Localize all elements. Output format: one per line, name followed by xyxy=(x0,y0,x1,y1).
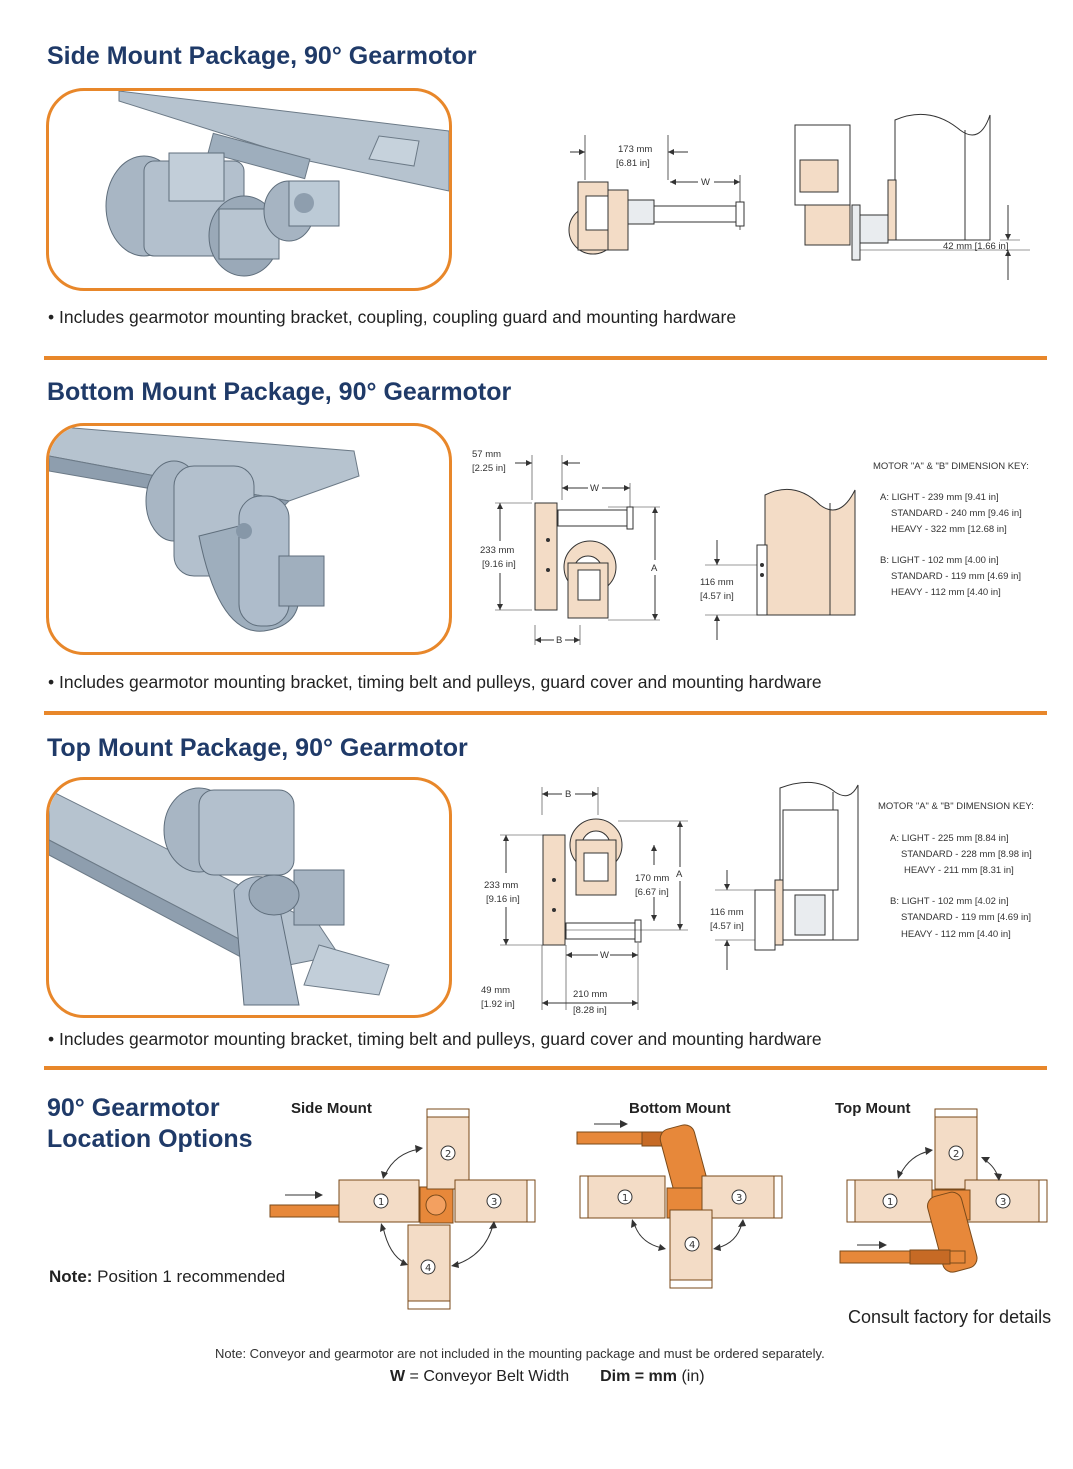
bottom-key-a2: STANDARD - 240 mm [9.46 in] xyxy=(891,508,1022,519)
bottom-dim-116-in: [4.57 in] xyxy=(700,591,734,602)
side-mount-heading: Side Mount Package, 90° Gearmotor xyxy=(47,42,477,70)
side-dim-173-in: [6.81 in] xyxy=(616,158,650,169)
top-key-b1: B: LIGHT - 102 mm [4.02 in] xyxy=(890,896,1009,907)
side-dim-w: W xyxy=(701,177,710,188)
bottom-dim-b: B xyxy=(556,635,562,646)
bottom-pos1: 1 xyxy=(622,1193,628,1204)
top-dim-170: 170 mm xyxy=(635,873,669,884)
top-pos2: 2 xyxy=(953,1149,959,1160)
top-key-a2: STANDARD - 228 mm [8.98 in] xyxy=(901,849,1032,860)
top-dim-116: 116 mm xyxy=(710,907,744,918)
top-mount-bullet: • Includes gearmotor mounting bracket, t… xyxy=(48,1029,822,1049)
bottom-mount-heading: Bottom Mount Package, 90° Gearmotor xyxy=(47,378,512,406)
footer-dim-label: Dim = mm xyxy=(600,1368,678,1385)
footer-legend: W = Conveyor Belt Width Dim = mm (in) xyxy=(390,1368,705,1386)
side-dim-173: 173 mm xyxy=(618,144,652,155)
bottom-dim-233-in: [9.16 in] xyxy=(482,559,516,570)
side-dim-42: 42 mm [1.66 in] xyxy=(943,241,1008,252)
footer-dim-text: (in) xyxy=(677,1368,705,1385)
side-pos4: 4 xyxy=(425,1263,431,1274)
top-key-a3: HEAVY - 211 mm [8.31 in] xyxy=(904,865,1014,876)
footer-w-label: W xyxy=(390,1368,406,1385)
side-pos3: 3 xyxy=(491,1197,497,1208)
top-dim-116-in: [4.57 in] xyxy=(710,921,744,932)
top-pos1: 1 xyxy=(887,1197,893,1208)
divider-3 xyxy=(44,1066,1047,1070)
note-label: Note: xyxy=(49,1267,93,1286)
footer-w-text: = Conveyor Belt Width xyxy=(405,1368,570,1385)
divider-2 xyxy=(44,711,1047,715)
bottom-dim-57: 57 mm xyxy=(472,449,501,460)
consult-factory-text: Consult factory for details xyxy=(848,1307,1052,1327)
top-mount-side-drawing: 116 mm [4.57 in] xyxy=(705,780,865,975)
top-dim-210-in: [8.28 in] xyxy=(573,1005,607,1015)
bottom-dim-w: W xyxy=(590,483,599,494)
bottom-pos4: 4 xyxy=(689,1240,695,1251)
top-mount-heading: Top Mount Package, 90° Gearmotor xyxy=(47,734,468,762)
side-pos1: 1 xyxy=(378,1197,384,1208)
top-dim-49: 49 mm xyxy=(481,985,510,996)
side-mount-front-drawing: 173 mm [6.81 in] W xyxy=(548,130,758,270)
side-mount-side-drawing: 42 mm [1.66 in] xyxy=(790,110,1030,285)
location-heading-line2: Location Options xyxy=(47,1125,253,1153)
top-mount-option-diagram: 2 1 3 xyxy=(835,1105,1055,1275)
side-mount-photo xyxy=(46,88,452,291)
top-dim-233-in: [9.16 in] xyxy=(486,894,520,905)
top-key-title: MOTOR "A" & "B" DIMENSION KEY: xyxy=(878,801,1034,812)
top-pos3: 3 xyxy=(1000,1197,1006,1208)
note-text: Position 1 recommended xyxy=(92,1267,286,1286)
top-mount-option-label: Top Mount xyxy=(835,1100,911,1117)
side-mount-bullet: • Includes gearmotor mounting bracket, c… xyxy=(48,307,737,327)
bottom-mount-bullet: • Includes gearmotor mounting bracket, t… xyxy=(48,672,822,692)
bottom-mount-front-drawing: 57 mm [2.25 in] W 233 mm [9.16 in] A B xyxy=(470,445,670,650)
bottom-key-a3: HEAVY - 322 mm [12.68 in] xyxy=(891,524,1007,535)
top-mount-front-drawing: B A 170 mm [6.67 in] 233 mm [9.16 in] W … xyxy=(478,785,688,1016)
bottom-dim-116: 116 mm xyxy=(700,577,734,588)
bottom-pos3: 3 xyxy=(736,1193,742,1204)
top-dim-49-in: [1.92 in] xyxy=(481,999,515,1010)
bottom-key-b3: HEAVY - 112 mm [4.40 in] xyxy=(891,587,1001,598)
top-dim-b: B xyxy=(565,789,571,800)
bottom-dim-57-in: [2.25 in] xyxy=(472,463,506,474)
bottom-key-a1: A: LIGHT - 239 mm [9.41 in] xyxy=(880,492,999,503)
bottom-mount-option-label: Bottom Mount xyxy=(629,1100,731,1117)
top-key-a1: A: LIGHT - 225 mm [8.84 in] xyxy=(890,833,1009,844)
note-position: Note: Position 1 recommended xyxy=(49,1267,285,1287)
top-dim-233: 233 mm xyxy=(484,880,518,891)
top-key-b3: HEAVY - 112 mm [4.40 in] xyxy=(901,929,1011,940)
bottom-mount-photo xyxy=(46,423,452,655)
bottom-dim-233: 233 mm xyxy=(480,545,514,556)
location-heading-line1: 90° Gearmotor xyxy=(47,1094,220,1122)
top-mount-photo xyxy=(46,777,452,1018)
bottom-mount-side-drawing: 116 mm [4.57 in] xyxy=(695,485,860,645)
bottom-mount-option-diagram: 1 3 4 xyxy=(572,1118,787,1293)
top-dim-170-in: [6.67 in] xyxy=(635,887,669,898)
footer-note: Note: Conveyor and gearmotor are not inc… xyxy=(215,1346,825,1361)
bottom-key-b1: B: LIGHT - 102 mm [4.00 in] xyxy=(880,555,999,566)
side-mount-option-label: Side Mount xyxy=(291,1100,372,1117)
bottom-key-b2: STANDARD - 119 mm [4.69 in] xyxy=(891,571,1022,582)
side-pos2: 2 xyxy=(445,1149,451,1160)
divider-1 xyxy=(44,356,1047,360)
top-key-b2: STANDARD - 119 mm [4.69 in] xyxy=(901,912,1032,923)
top-dim-w: W xyxy=(600,950,609,961)
bottom-dim-a: A xyxy=(651,563,658,574)
bottom-key-title: MOTOR "A" & "B" DIMENSION KEY: xyxy=(873,461,1029,472)
top-dim-210: 210 mm xyxy=(573,989,607,1000)
side-mount-option-diagram: 1 2 3 4 xyxy=(265,1105,550,1315)
top-dim-a: A xyxy=(676,869,683,880)
